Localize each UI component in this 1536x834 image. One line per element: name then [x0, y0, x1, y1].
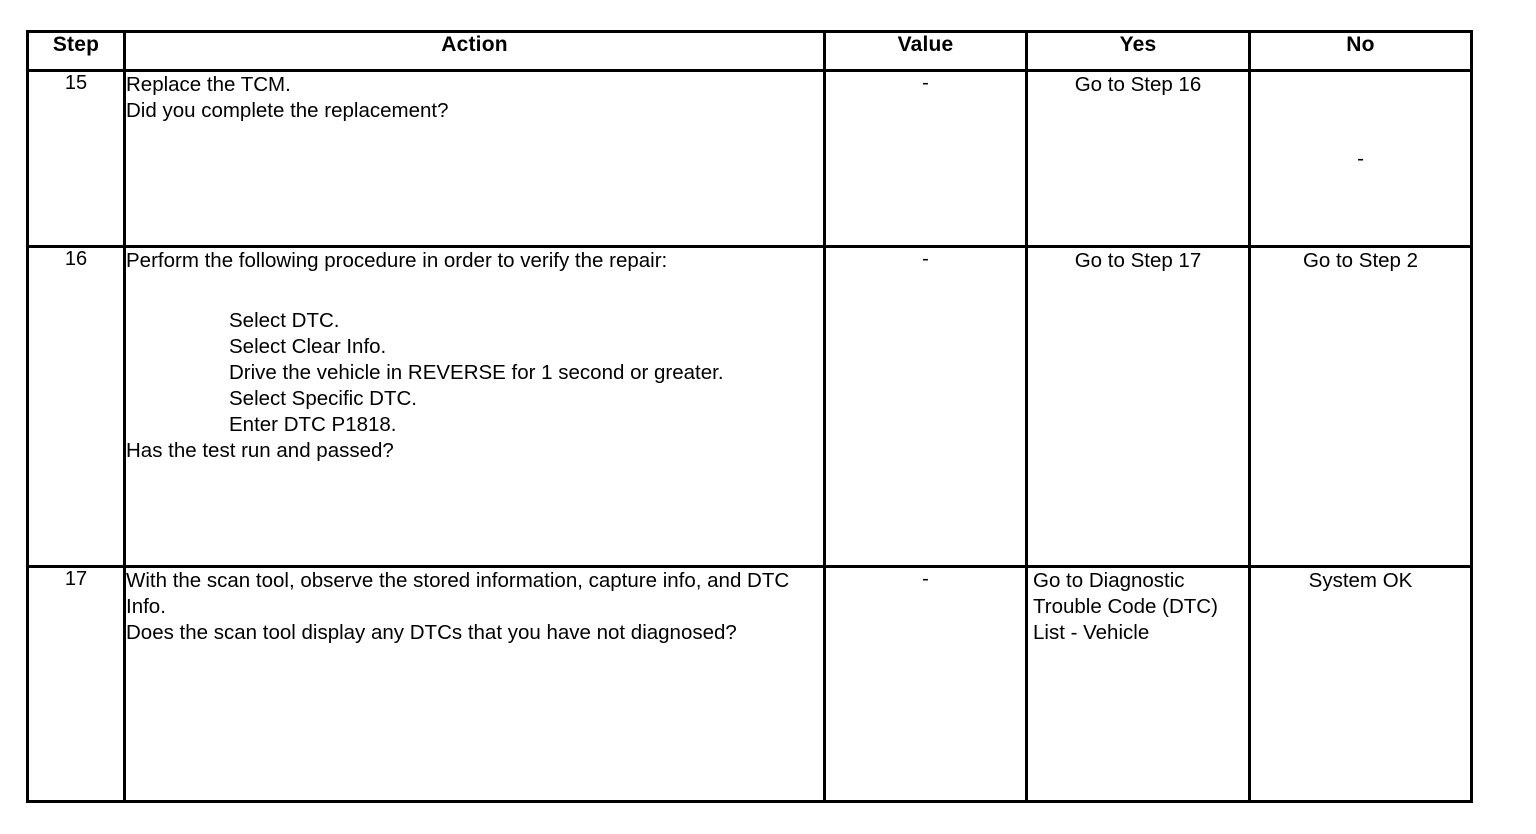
- action-question-text: Has the test run and passed?: [126, 439, 394, 462]
- value-cell: -: [823, 565, 1028, 803]
- list-item: Select DTC.: [229, 309, 340, 332]
- table-row: 17 With the scan tool, observe the store…: [26, 565, 1473, 803]
- table-header: Step Action Value Yes No: [26, 30, 1473, 72]
- no-branch-cell: Go to Step 2: [1248, 245, 1473, 568]
- list-item: Select Specific DTC.: [229, 387, 417, 410]
- action-intro-text: Replace the TCM.: [126, 73, 291, 96]
- table-header-row: Step Action Value Yes No: [26, 30, 1473, 72]
- column-header-action: Action: [123, 30, 826, 72]
- list-item: Enter DTC P1818.: [229, 413, 397, 436]
- table-row: 16 Perform the following procedure in or…: [26, 245, 1473, 568]
- value-cell: -: [823, 245, 1028, 568]
- column-header-yes: Yes: [1025, 30, 1251, 72]
- column-header-step: Step: [26, 30, 126, 72]
- action-step-list: Select DTC. Select Clear Info. Drive the…: [126, 308, 823, 438]
- action-cell: With the scan tool, observe the stored i…: [123, 565, 826, 803]
- no-branch-cell: System OK: [1248, 565, 1473, 803]
- action-cell: Perform the following procedure in order…: [123, 245, 826, 568]
- action-gap: [126, 274, 823, 308]
- column-header-no: No: [1248, 30, 1473, 72]
- action-cell: Replace the TCM. Did you complete the re…: [123, 69, 826, 248]
- diagnostic-table-wrapper: Step Action Value Yes No 15 Replace the …: [26, 30, 1473, 803]
- action-intro-text: With the scan tool, observe the stored i…: [126, 569, 795, 618]
- action-intro-text: Perform the following procedure in order…: [126, 249, 668, 272]
- column-header-value: Value: [823, 30, 1028, 72]
- action-body: Perform the following procedure in order…: [126, 248, 823, 464]
- action-question-text: Did you complete the replacement?: [126, 99, 449, 122]
- action-body: Replace the TCM. Did you complete the re…: [126, 72, 823, 124]
- value-cell: -: [823, 69, 1028, 248]
- yes-branch-cell: Go to Step 17: [1025, 245, 1251, 568]
- list-item: Drive the vehicle in REVERSE for 1 secon…: [229, 361, 724, 384]
- list-item: Select Clear Info.: [229, 335, 387, 358]
- table-body: 15 Replace the TCM. Did you complete the…: [26, 69, 1473, 803]
- table-row: 15 Replace the TCM. Did you complete the…: [26, 69, 1473, 248]
- step-number-cell: 16: [26, 245, 126, 568]
- yes-branch-cell: Go to Step 16: [1025, 69, 1251, 248]
- action-body: With the scan tool, observe the stored i…: [126, 568, 823, 646]
- step-number-cell: 15: [26, 69, 126, 248]
- action-question-text: Does the scan tool display any DTCs that…: [126, 621, 737, 644]
- step-number-cell: 17: [26, 565, 126, 803]
- yes-branch-cell: Go to Diagnostic Trouble Code (DTC) List…: [1025, 565, 1251, 803]
- diagnostic-procedure-table: Step Action Value Yes No 15 Replace the …: [26, 30, 1473, 803]
- no-branch-cell: -: [1248, 69, 1473, 248]
